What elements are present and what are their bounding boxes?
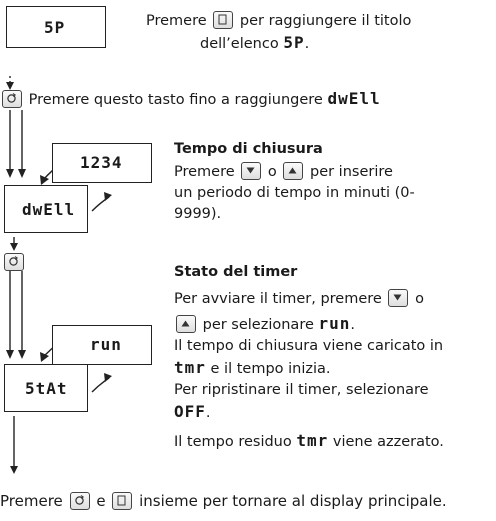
scroll-key-icon	[2, 90, 22, 108]
dwell-l1-b: per inserire	[309, 164, 393, 180]
footer-e: e	[96, 492, 106, 510]
dwell-line1: Premere o per inserire	[174, 162, 393, 182]
stat-l7-b: viene azzerato.	[332, 434, 444, 450]
dwell-line2: un periodo di tempo in minuti (0-	[174, 185, 415, 201]
sp-inline-code: 5P	[283, 33, 305, 52]
stat-line5: Per ripristinare il timer, selezionare	[174, 382, 429, 398]
dwell-l1-a: Premere	[174, 164, 235, 180]
off-inline-code: OFF	[174, 402, 206, 421]
stat-line2: per selezionare run.	[174, 314, 355, 335]
page-key-icon	[112, 492, 133, 510]
stat-l4: e il tempo inizia.	[210, 361, 331, 377]
footer-a: Premere	[0, 492, 63, 510]
page-key-icon	[213, 11, 234, 29]
footer-instruction: Premere e insieme per tornare al display…	[0, 492, 447, 511]
stat-l2: per selezionare	[202, 317, 314, 333]
scroll-key-icon	[69, 492, 90, 510]
sp-display: 5P	[6, 6, 106, 48]
run-text: run	[90, 335, 122, 354]
run-inline-code: run	[318, 314, 351, 333]
dwell-value-display: 1234	[52, 143, 152, 183]
stat-title: Stato del timer	[174, 264, 298, 280]
stat-l2-end: .	[350, 317, 356, 333]
stat-text: 5tAt	[25, 379, 68, 398]
stat-line7: Il tempo residuo tmr viene azzerato.	[174, 431, 444, 452]
dwell-text: dwEll	[22, 200, 76, 219]
stat-line3: Il tempo di chiusura viene caricato in	[174, 338, 444, 354]
tmr-inline-code-2: tmr	[296, 431, 329, 450]
dwell-title: Tempo di chiusura	[174, 141, 323, 157]
sp-instruction-line2: dell’elenco 5P.	[200, 33, 309, 54]
tmr-inline-code: tmr	[174, 358, 206, 377]
dwell-l1-o: o	[267, 164, 277, 180]
stat-line1: Per avviare il timer, premere o	[174, 289, 424, 309]
scroll-instruction: Premere questo tasto fino a raggiungere …	[0, 89, 381, 110]
sp-line1-b: per raggiungere il titolo	[239, 13, 412, 29]
up-arrow-key-icon	[176, 315, 196, 333]
stat-line6: OFF.	[174, 402, 211, 423]
sp-line2: dell’elenco	[200, 36, 279, 52]
stat-l1: Per avviare il timer, premere	[174, 291, 382, 307]
sp-instruction: Premere per raggiungere il titolo	[146, 11, 411, 31]
scroll-line-text: Premere questo tasto fino a raggiungere	[28, 92, 323, 108]
dwell-line3: 9999).	[174, 206, 222, 222]
footer-b: insieme per tornare al display principal…	[139, 492, 447, 510]
dwell-display: dwEll	[4, 185, 88, 233]
stat-l1-o: o	[415, 291, 424, 307]
sp-line1-a: Premere	[146, 13, 207, 29]
scroll-key-step	[2, 252, 26, 271]
up-arrow-key-icon	[283, 162, 304, 180]
sp-line2-end: .	[304, 36, 310, 52]
run-display: run	[52, 325, 152, 365]
dwell-value-text: 1234	[80, 153, 123, 172]
sp-display-text: 5P	[44, 18, 66, 37]
down-arrow-key-icon	[388, 289, 409, 307]
scroll-key-icon	[4, 253, 24, 271]
stat-l7-a: Il tempo residuo	[174, 434, 292, 450]
stat-display: 5tAt	[4, 364, 88, 412]
stat-line4: tmr e il tempo inizia.	[174, 358, 331, 379]
stat-l6-end: .	[205, 405, 211, 421]
dwell-inline-code: dwEll	[327, 89, 381, 108]
down-arrow-key-icon	[241, 162, 262, 180]
